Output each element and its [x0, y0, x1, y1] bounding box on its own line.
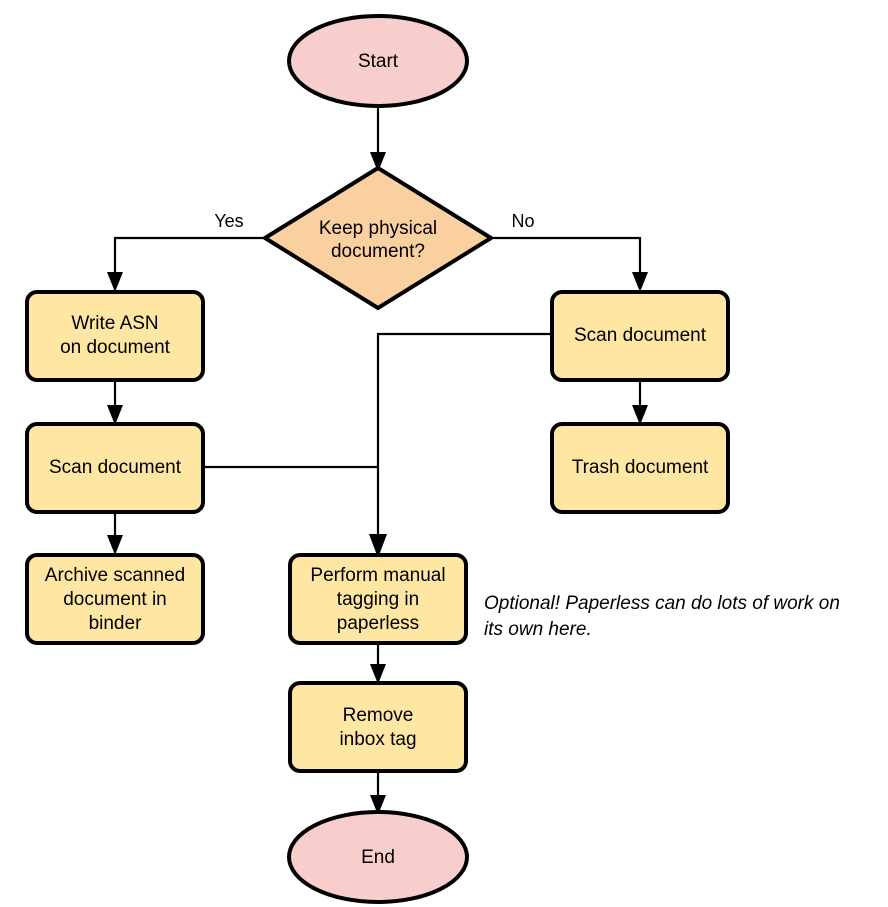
node-trash-document-label: Trash document [572, 457, 709, 478]
node-start[interactable]: Start [287, 14, 469, 108]
arrowhead-icon [107, 405, 123, 425]
node-scan-document-right-label: Scan document [574, 325, 707, 346]
node-archive-scanned-document[interactable]: Archive scanned document in binder [25, 553, 205, 645]
node-perform-manual-tagging[interactable]: Perform manual tagging in paperless [288, 553, 468, 645]
annotation-line1: Optional! Paperless can do lots of work … [484, 593, 840, 614]
node-end[interactable]: End [287, 810, 469, 904]
arrowhead-icon [370, 664, 386, 684]
edge-line [113, 236, 265, 280]
process-box[interactable] [25, 422, 205, 514]
edge-scan-right-to-trash [632, 381, 648, 425]
arrowhead-icon [370, 152, 386, 172]
node-start-label: Start [358, 51, 399, 72]
node-archive-label-line1: Archive scanned [45, 565, 185, 586]
edge-scan-left-to-archive [107, 511, 123, 555]
edge-remove-inbox-to-end [370, 771, 386, 815]
node-archive-label-line2: document in [63, 589, 167, 610]
decision-diamond[interactable] [263, 166, 493, 310]
node-write-asn-label-line2: on document [60, 337, 171, 358]
node-archive-label-line3: binder [89, 613, 142, 634]
arrowhead-icon [370, 795, 386, 815]
process-box[interactable] [288, 553, 468, 645]
process-box[interactable] [25, 553, 205, 645]
process-box[interactable] [550, 422, 730, 514]
node-write-asn-on-document[interactable]: Write ASN on document [25, 290, 205, 382]
edge-tagging-to-remove-inbox [370, 642, 386, 684]
node-decision-keep-physical-document[interactable]: Keep physical document? [263, 166, 493, 310]
end-ellipse[interactable] [287, 810, 469, 904]
node-end-label: End [361, 847, 395, 868]
edge-decision-yes-to-write-asn [107, 236, 265, 292]
process-box[interactable] [550, 290, 730, 382]
node-write-asn-label-line1: Write ASN [71, 313, 158, 334]
node-decision-label-line2: document? [331, 241, 425, 262]
process-box[interactable] [25, 290, 205, 382]
node-scan-document-left-label: Scan document [49, 457, 182, 478]
arrowhead-icon [107, 272, 123, 292]
arrowhead-icon [632, 272, 648, 292]
edge-decision-no-to-scan-right [491, 236, 648, 292]
node-scan-document-left[interactable]: Scan document [25, 422, 205, 514]
arrowhead-icon [107, 535, 123, 555]
node-scan-document-right[interactable]: Scan document [550, 290, 730, 382]
edge-write-asn-to-scan-left [107, 381, 123, 425]
edge-label-no: No [511, 211, 534, 231]
start-ellipse[interactable] [287, 14, 469, 108]
process-box[interactable] [288, 681, 468, 773]
node-remove-inbox-tag[interactable]: Remove inbox tag [288, 681, 468, 773]
edge-line [376, 332, 551, 543]
edge-start-to-decision [370, 105, 386, 172]
node-remove-inbox-label-line2: inbox tag [339, 729, 416, 750]
node-trash-document[interactable]: Trash document [550, 422, 730, 514]
annotation-optional-paperless: Optional! Paperless can do lots of work … [484, 593, 840, 640]
node-tagging-label-line2: tagging in [337, 589, 419, 610]
edge-line [491, 236, 642, 280]
edge-label-yes: Yes [214, 211, 243, 231]
node-decision-label-line1: Keep physical [319, 218, 437, 239]
node-tagging-label-line3: paperless [337, 613, 419, 634]
node-tagging-label-line1: Perform manual [310, 565, 445, 586]
annotation-line2: its own here. [484, 619, 592, 640]
arrowhead-icon [632, 405, 648, 425]
arrowhead-icon [369, 534, 387, 558]
edge-scan-right-to-tagging [369, 332, 551, 558]
node-remove-inbox-label-line1: Remove [343, 705, 414, 726]
